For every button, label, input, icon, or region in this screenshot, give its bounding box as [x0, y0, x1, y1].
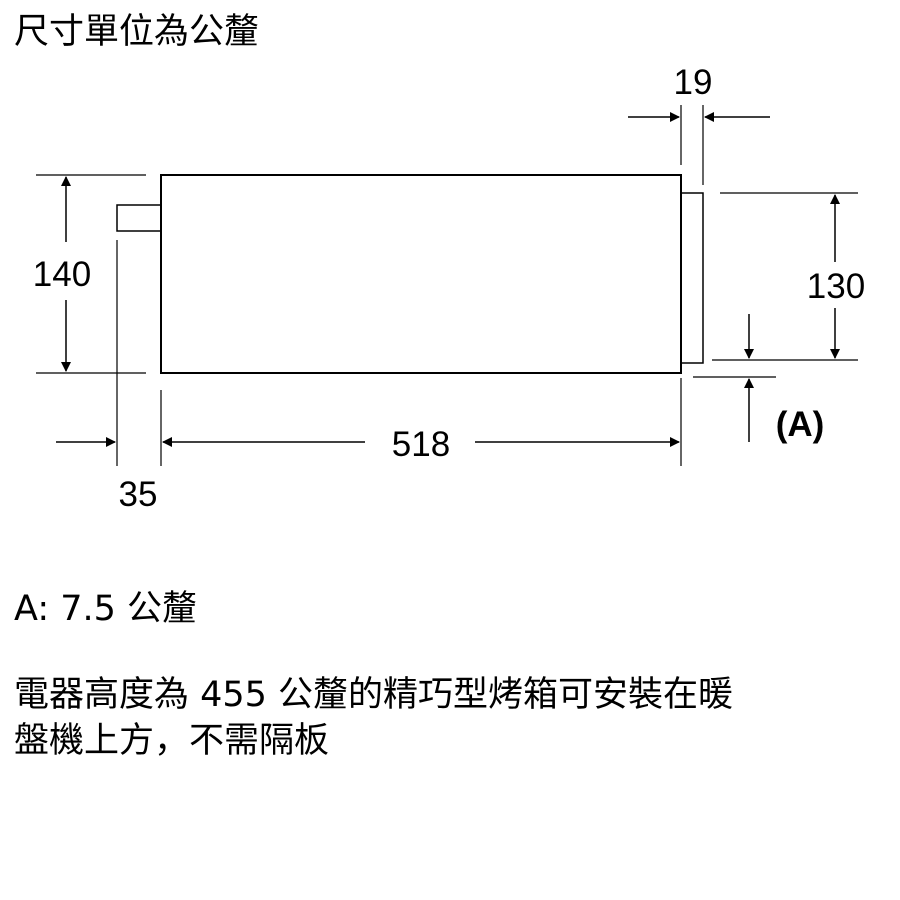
gap-a-note: A: 7.5 公釐 — [14, 589, 198, 629]
depth-offset-dimension: 35 — [56, 240, 157, 514]
front-thickness-label: 19 — [674, 63, 713, 102]
front-thickness-dimension: 19 — [628, 63, 770, 185]
width-dimension: 518 — [160, 378, 682, 466]
installation-note-line2: 盤機上方，不需隔板 — [14, 721, 330, 761]
gap-a-label: (A) — [776, 405, 825, 444]
installation-note: 電器高度為 455 公釐的精巧型烤箱可安裝在暖 盤機上方，不需隔板 — [14, 672, 890, 764]
installation-note-line1: 電器高度為 455 公釐的精巧型烤箱可安裝在暖 — [14, 675, 734, 715]
rear-connector — [116, 204, 162, 232]
front-height-dimension: 130 — [712, 192, 865, 361]
depth-offset-label: 35 — [119, 475, 158, 514]
width-label: 518 — [392, 425, 450, 464]
front-height-label: 130 — [807, 267, 865, 306]
units-heading: 尺寸單位為公釐 — [14, 12, 260, 52]
height-label: 140 — [33, 255, 91, 294]
height-dimension: 140 — [33, 174, 146, 374]
front-panel — [680, 192, 704, 364]
appliance-body — [160, 174, 682, 374]
gap-a-dimension: (A) — [693, 314, 824, 444]
